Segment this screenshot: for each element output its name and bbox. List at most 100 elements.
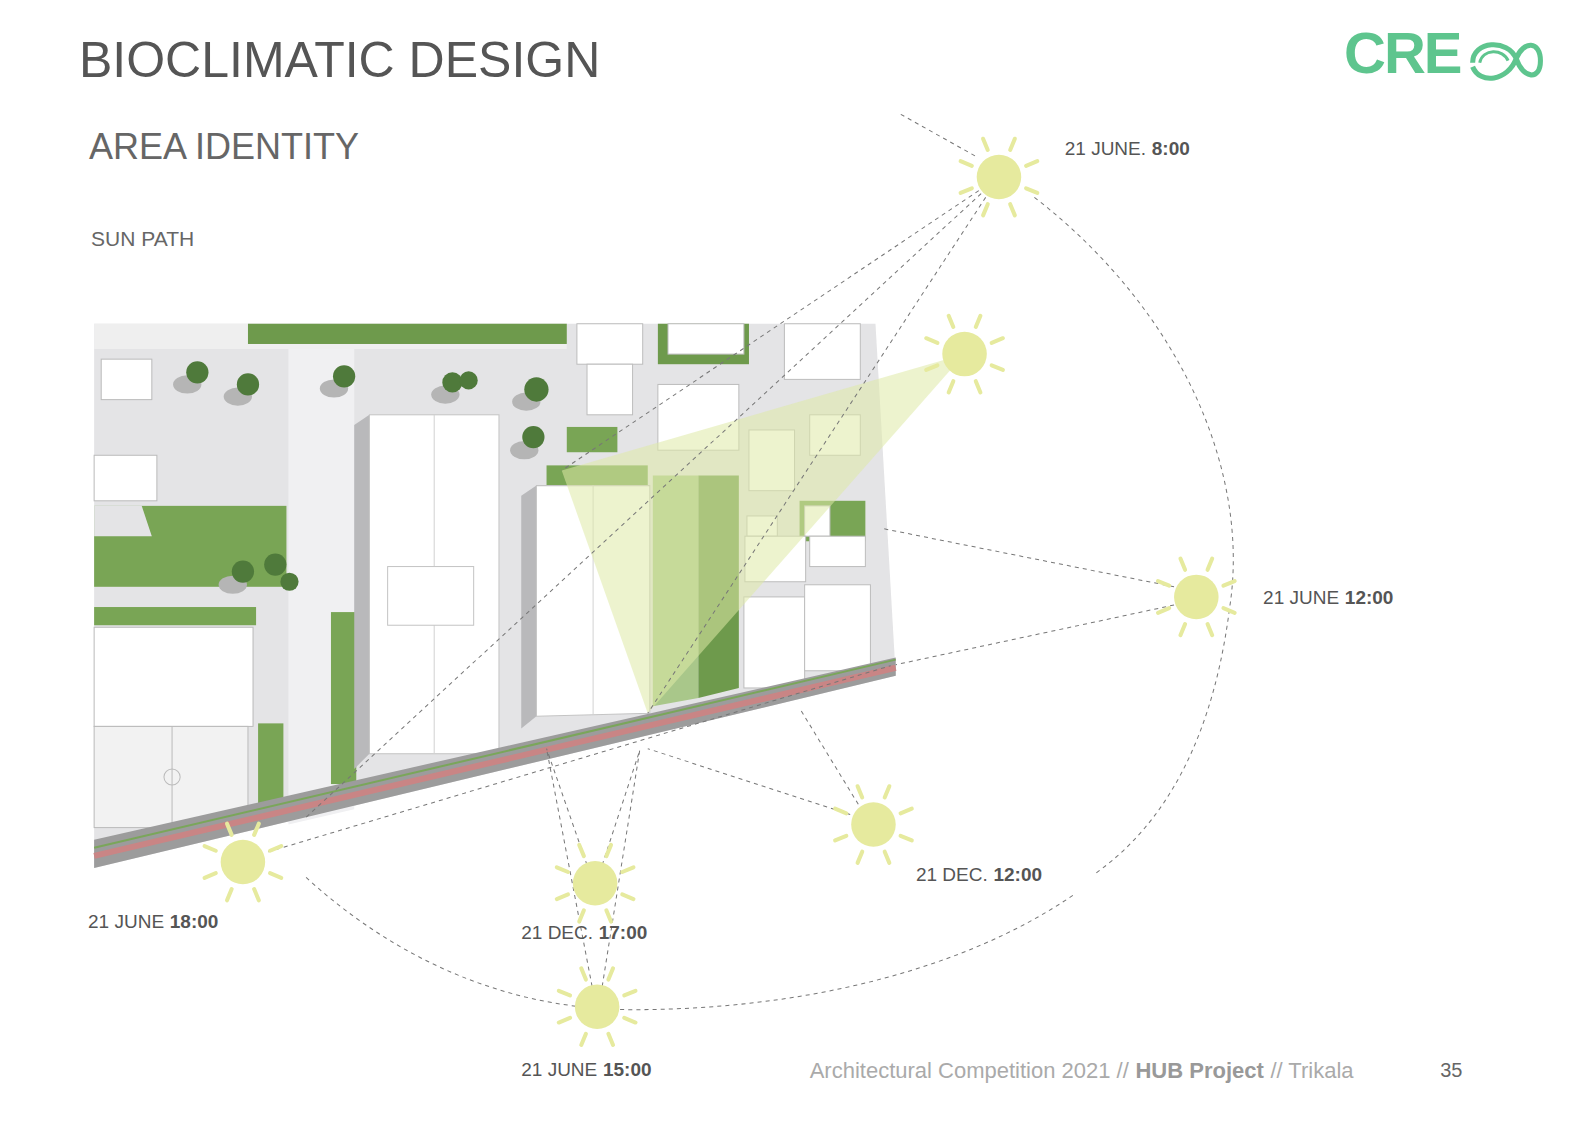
illustration-path <box>1480 52 1508 63</box>
illustration-line <box>835 836 846 841</box>
illustration-circle <box>977 155 1022 200</box>
illustration-line <box>254 824 259 835</box>
illustration-line <box>1223 608 1234 613</box>
illustration-line <box>559 1018 570 1023</box>
illustration-rect <box>248 324 567 344</box>
logo: CRE <box>1344 20 1460 87</box>
date-text: 21 JUNE <box>521 1059 597 1080</box>
illustration-circle <box>575 984 620 1029</box>
illustration-line <box>1026 161 1037 166</box>
illustration-rect <box>587 364 633 415</box>
illustration-line <box>268 666 890 852</box>
illustration-line <box>648 749 850 815</box>
date-text: 21 DEC. <box>521 922 593 943</box>
illustration-line <box>976 316 981 327</box>
illustration-polygon <box>94 324 567 349</box>
illustration-line <box>1010 139 1015 150</box>
illustration-rect <box>94 455 157 501</box>
illustration-circle <box>573 861 618 906</box>
page-number: 35 <box>1440 1059 1462 1082</box>
illustration-line <box>835 809 846 814</box>
illustration-circle <box>460 371 478 389</box>
illustration-g <box>205 139 1235 1045</box>
sun-time-label: 21 JUNE18:00 <box>88 911 218 933</box>
footer-project: HUB Project <box>1135 1058 1263 1083</box>
illustration-line <box>949 381 954 392</box>
illustration-circle <box>851 802 896 847</box>
illustration-rect <box>94 607 256 625</box>
illustration-rect <box>805 585 871 671</box>
illustration-line <box>901 836 912 841</box>
sun-time-label: 21 JUNE.8:00 <box>1065 138 1190 160</box>
illustration-line <box>1208 624 1213 635</box>
illustration-line <box>858 852 863 863</box>
illustration-circle <box>264 553 286 575</box>
illustration-line <box>926 365 937 370</box>
illustration-line <box>559 991 570 996</box>
time-text: 12:00 <box>1345 587 1394 608</box>
illustration-rect <box>101 359 152 399</box>
illustration-line <box>205 846 216 851</box>
illustration-line <box>94 668 896 856</box>
illustration-line <box>1010 204 1015 215</box>
date-text: 21 JUNE <box>1263 587 1339 608</box>
illustration-line <box>581 1034 586 1045</box>
illustration-line <box>1026 188 1037 193</box>
footer-text: Architectural Competition 2021 // <box>810 1058 1129 1083</box>
date-text: 21 DEC. <box>916 864 988 885</box>
time-text: 18:00 <box>170 911 219 932</box>
illustration-rect <box>388 567 474 626</box>
illustration-line <box>896 605 1174 665</box>
illustration-rect <box>577 324 643 364</box>
date-text: AREA IDENTITY <box>89 126 359 167</box>
illustration-line <box>622 894 633 899</box>
illustration-line <box>547 749 587 865</box>
illustration-line <box>983 204 988 215</box>
illustration-circle <box>522 426 544 448</box>
illustration-line <box>602 751 639 865</box>
illustration-line <box>270 846 281 851</box>
illustration-rect <box>658 324 749 364</box>
time-text: 12:00 <box>993 864 1042 885</box>
illustration-line <box>227 889 232 900</box>
illustration-line <box>94 660 896 848</box>
illustration-line <box>992 338 1003 343</box>
illustration-polygon <box>562 354 965 713</box>
illustration-line <box>606 910 611 921</box>
illustration-line <box>648 177 999 713</box>
illustration-circle <box>1174 575 1219 620</box>
illustration-line <box>557 894 568 899</box>
illustration-line <box>800 708 859 804</box>
illustration-line <box>1158 581 1169 586</box>
illustration-circle <box>942 332 987 377</box>
illustration-line <box>949 316 954 327</box>
illustration-polygon <box>94 506 152 536</box>
illustration-line <box>881 528 1175 587</box>
illustration-circle <box>164 769 180 785</box>
illustration-rect <box>810 536 866 566</box>
date-text: 21 JUNE. <box>1065 138 1146 159</box>
footer: Architectural Competition 2021 //HUB Pro… <box>810 1058 1354 1083</box>
illustration-line <box>562 177 999 470</box>
time-text: 15:00 <box>603 1059 652 1080</box>
illustration-line <box>858 786 863 797</box>
illustration-line <box>1180 559 1185 570</box>
illustration-line <box>608 968 613 979</box>
illustration-rect <box>567 427 618 452</box>
illustration-line <box>304 177 999 819</box>
illustration-line <box>205 873 216 878</box>
illustration-circle <box>524 377 548 401</box>
illustration-line <box>606 845 611 856</box>
footer-city: // Trikala <box>1270 1058 1353 1083</box>
illustration-path <box>1034 197 1233 875</box>
sun-time-label: 21 DEC.12:00 <box>916 864 1042 886</box>
illustration-line <box>581 968 586 979</box>
illustration-polygon <box>94 658 896 868</box>
illustration-line <box>270 873 281 878</box>
illustration-circle <box>280 573 298 591</box>
time-text: 17:00 <box>599 922 648 943</box>
illustration-line <box>961 161 972 166</box>
illustration-line <box>172 726 173 827</box>
slide-title: BIOCLIMATIC DESIGN <box>79 32 600 90</box>
